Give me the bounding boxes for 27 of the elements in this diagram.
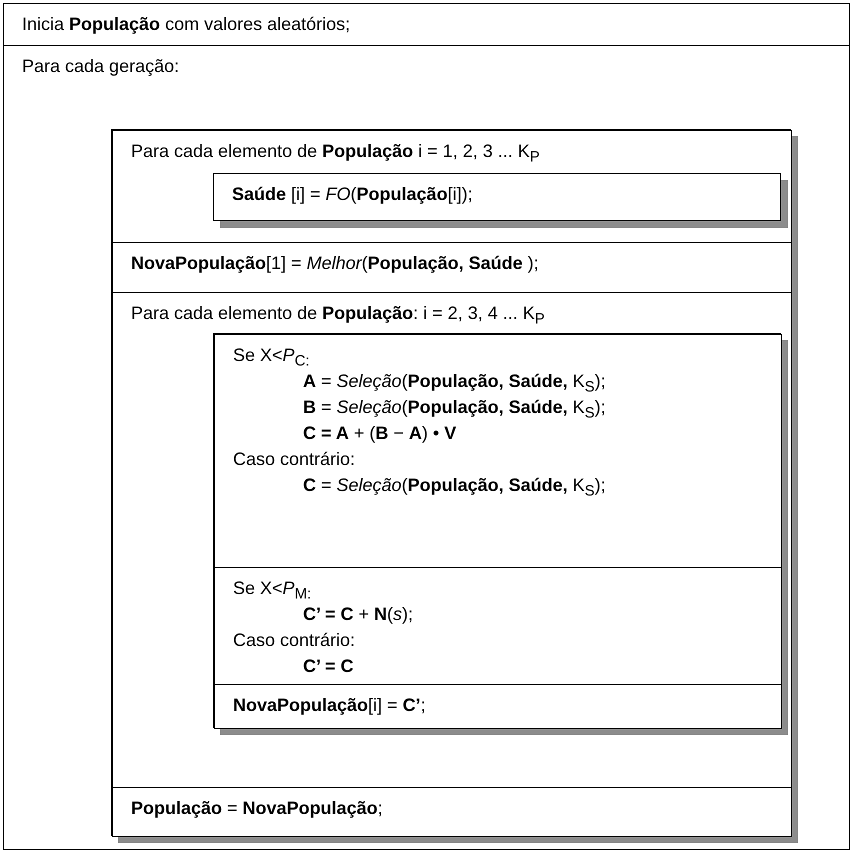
code-line: C’ = C — [303, 655, 354, 677]
loop-box — [112, 292, 792, 788]
code-line: Para cada elemento de População: i = 2, 3, 4 ... K$_{P}$ — [131, 302, 545, 330]
code-line: A = Seleção(População, Saúde, K$_{S}$); — [303, 370, 606, 398]
code-line: Saúde [i] = FO(População[i]); — [232, 183, 473, 205]
condition-box — [214, 334, 782, 568]
statement-box — [112, 242, 792, 293]
code-line: Para cada elemento de População i = 1, 2, 3 ... K$_{P}$ — [131, 140, 540, 168]
code-line: Caso contrário: — [233, 629, 356, 651]
code-line: Inicia População com valores aleatórios; — [22, 13, 350, 35]
code-line: NovaPopulação[i] = C’; — [233, 694, 426, 716]
loop-box — [112, 130, 792, 243]
code-line: Se X<P$_{M:}$ — [233, 577, 312, 605]
condition-box — [214, 567, 782, 685]
code-line: C = A + (B − A) • V — [303, 422, 456, 444]
code-line: B = Seleção(População, Saúde, K$_{S}$); — [303, 396, 606, 424]
code-line: Para cada geração: — [22, 55, 180, 77]
code-line: População = NovaPopulação; — [131, 797, 383, 819]
statement-box — [3, 3, 850, 46]
loop-box — [3, 45, 850, 850]
code-line: Se X<P$_{C:}$ — [233, 344, 310, 372]
code-line: C = Seleção(População, Saúde, K$_{S}$); — [303, 474, 606, 502]
code-line: Caso contrário: — [233, 448, 356, 470]
code-line: NovaPopulação[1] = Melhor(População, Saúde ); — [131, 252, 539, 274]
statement-box — [214, 684, 782, 729]
code-line: C’ = C + N(s); — [303, 603, 414, 625]
statement-box — [112, 787, 792, 837]
